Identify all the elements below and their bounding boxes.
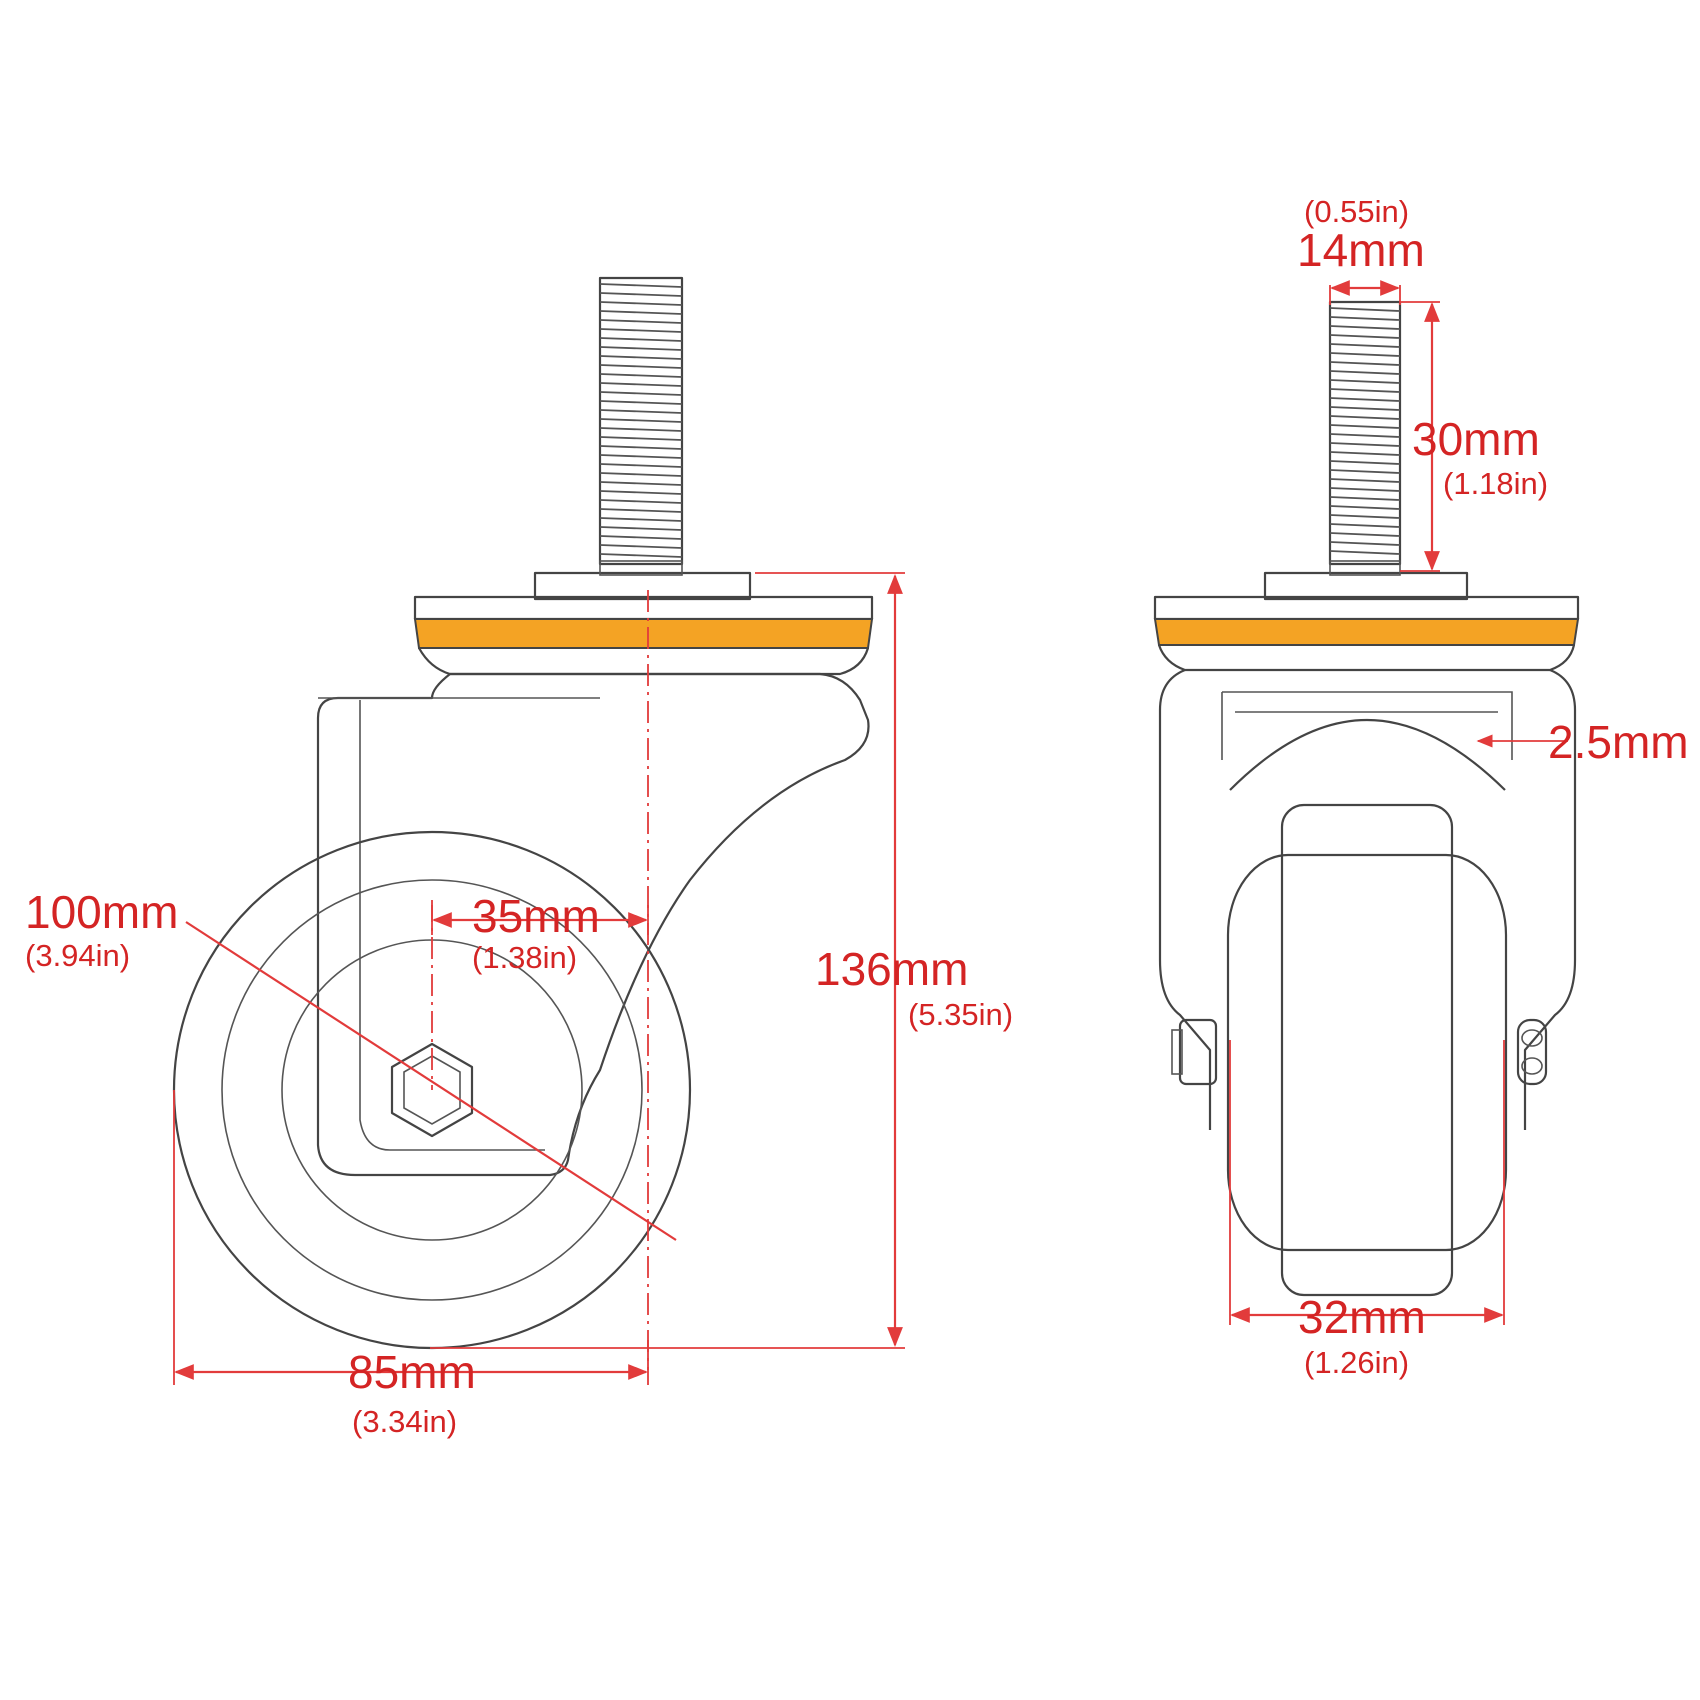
thread-line <box>599 526 683 531</box>
thread-line <box>599 544 683 549</box>
thread-line <box>1329 316 1401 321</box>
wheel-width-in-label: (1.26in) <box>1304 1345 1409 1380</box>
thread-line <box>1329 478 1401 483</box>
thread-line <box>599 454 683 459</box>
thread-line <box>1329 532 1401 537</box>
total-height-in-label: (5.35in) <box>908 997 1013 1032</box>
thread-line <box>599 391 683 396</box>
thread-line <box>599 535 683 540</box>
thread-line <box>1329 469 1401 474</box>
front-axle-bolt-left <box>1171 1018 1218 1086</box>
thread-line <box>1329 460 1401 465</box>
total-height-mm-label: 136mm <box>815 943 968 995</box>
front-fork <box>1158 668 1577 1130</box>
stem-diameter-in-label: (0.55in) <box>1304 194 1409 229</box>
wheel-width-mm-label: 32mm <box>1298 1291 1426 1343</box>
thread-line <box>1329 550 1401 555</box>
side-threaded-stem <box>598 276 684 566</box>
bracket-thickness-mm-label: 2.5mm <box>1548 716 1689 768</box>
front-wheel <box>1226 803 1508 1297</box>
base-width-mm-label: 85mm <box>348 1346 476 1398</box>
side-top-plate <box>413 595 874 676</box>
thread-line <box>1329 325 1401 330</box>
front-view: (0.55in) 14mm 30mm (1.18in) 2.5mm 32mm (… <box>1153 194 1689 1380</box>
thread-line <box>1329 352 1401 357</box>
thread-line <box>599 382 683 387</box>
thread-line <box>599 301 683 306</box>
thread-line <box>599 472 683 477</box>
thread-line <box>599 508 683 513</box>
stem-length-in-label: (1.18in) <box>1443 466 1548 501</box>
stem-diameter-mm-label: 14mm <box>1297 224 1425 276</box>
thread-line <box>1329 388 1401 393</box>
thread-line <box>599 445 683 450</box>
thread-line <box>1329 307 1401 312</box>
thread-line <box>1329 370 1401 375</box>
thread-line <box>1329 451 1401 456</box>
thread-line <box>1329 514 1401 519</box>
thread-line <box>1329 424 1401 429</box>
thread-line <box>599 499 683 504</box>
side-axle-hex-nut <box>390 1042 474 1138</box>
thread-line <box>1329 379 1401 384</box>
thread-line <box>1329 496 1401 501</box>
front-top-plate <box>1153 595 1580 672</box>
thread-line <box>599 328 683 333</box>
thread-line <box>599 400 683 405</box>
thread-line <box>1329 487 1401 492</box>
thread-line <box>1329 442 1401 447</box>
thread-line <box>1329 397 1401 402</box>
thread-line <box>1329 415 1401 420</box>
thread-line <box>1329 433 1401 438</box>
swivel-offset-in-label: (1.38in) <box>472 940 577 975</box>
thread-line <box>599 373 683 378</box>
base-width-in-label: (3.34in) <box>352 1404 457 1439</box>
thread-line <box>1329 334 1401 339</box>
front-stem-nut <box>1263 571 1469 601</box>
thread-line <box>599 355 683 360</box>
thread-line <box>599 436 683 441</box>
wheel-diameter-mm-label: 100mm <box>25 886 178 938</box>
thread-line <box>599 418 683 423</box>
side-view: 100mm (3.94in) 35mm (1.38in) 136mm (5.35… <box>25 276 1013 1439</box>
thread-line <box>599 364 683 369</box>
thread-line <box>599 481 683 486</box>
thread-line <box>599 553 683 558</box>
thread-line <box>1329 541 1401 546</box>
stem-length-mm-label: 30mm <box>1412 413 1540 465</box>
thread-line <box>599 346 683 351</box>
thread-line <box>599 409 683 414</box>
side-swivel-bracket <box>316 672 870 1177</box>
thread-line <box>599 463 683 468</box>
thread-line <box>1329 361 1401 366</box>
thread-line <box>599 517 683 522</box>
thread-line <box>599 310 683 315</box>
thread-line <box>1329 343 1401 348</box>
thread-line <box>599 319 683 324</box>
swivel-offset-mm-label: 35mm <box>472 890 600 942</box>
thread-line <box>1329 505 1401 510</box>
side-stem-nut <box>533 571 752 601</box>
wheel-diameter-dimension-line <box>185 921 677 1241</box>
thread-line <box>599 490 683 495</box>
front-threaded-stem <box>1328 300 1402 566</box>
thread-line <box>599 292 683 297</box>
thread-line <box>1329 523 1401 528</box>
thread-line <box>599 427 683 432</box>
front-axle-bolt-right <box>1516 1018 1548 1086</box>
thread-line <box>1329 406 1401 411</box>
thread-line <box>599 337 683 342</box>
wheel-diameter-in-label: (3.94in) <box>25 938 130 973</box>
thread-line <box>599 283 683 288</box>
